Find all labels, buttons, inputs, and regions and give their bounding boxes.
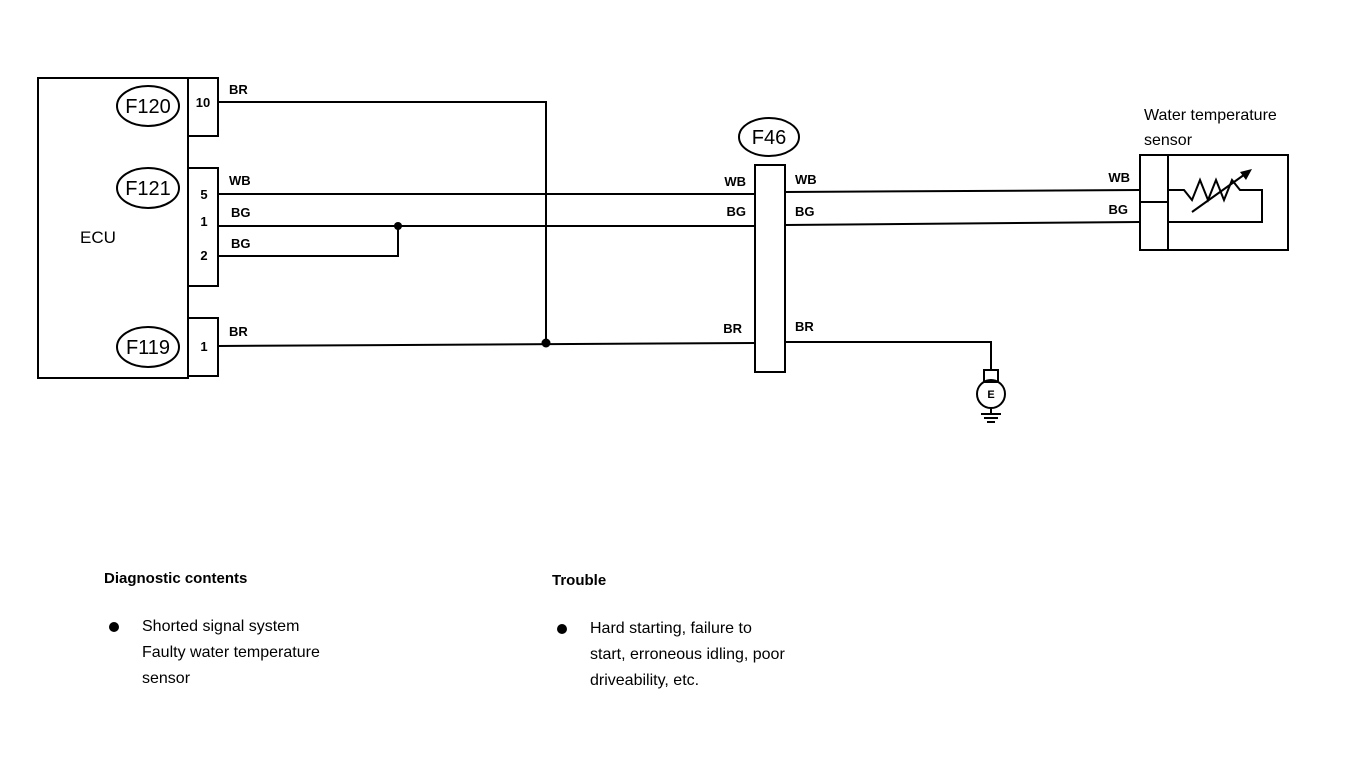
diagnostic-contents-list: Shorted signal system Faulty water tempe… [104,614,484,692]
wire-label-f120-br: BR [229,82,248,97]
wire-label-f121-bg1: BG [231,205,251,220]
wire-label-f121-bg2: BG [231,236,251,251]
wiring-diagram: F120 F121 F119 F46 ECU 10 5 1 2 1 BR WB … [37,77,1289,423]
connector-f120-tab [187,77,219,137]
trouble-item: Hard starting, failure to start, erroneo… [552,616,972,694]
connector-f46-bar [754,164,786,373]
trouble-heading: Trouble [552,572,607,589]
connector-f119-tab [187,317,219,377]
junction-dot-br [541,338,551,348]
connector-f120-oval [116,85,180,127]
wire-f120-br [218,101,547,343]
thermistor-arrowhead-icon [1240,169,1252,180]
thermistor-icon [1168,177,1263,223]
bullet-icon [109,622,119,632]
trouble-list: Hard starting, failure to start, erroneo… [552,616,972,694]
trouble-line-1: Hard starting, failure to [590,620,752,637]
ecu-label: ECU [80,228,116,247]
diagnostic-line-2: Faulty water temperature [142,644,320,661]
pin-f120-10: 10 [196,95,210,110]
connector-f119-label: F119 [126,337,170,359]
diagnostic-contents-section: Diagnostic contents Shorted signal syste… [104,566,484,692]
diagnostic-line-3: sensor [142,670,191,687]
ground-connector [983,369,999,383]
wire-label-f46-in-wb: WB [724,174,746,189]
wire-label-f46-out-br: BR [795,319,814,334]
wire-label-sensor-bg: BG [1109,202,1129,217]
wire-label-f119-br: BR [229,324,248,339]
wire-label-f46-in-bg: BG [727,204,747,219]
sensor-title-line2: sensor [1144,132,1193,149]
diagnostic-line-1: Shorted signal system [142,618,300,635]
bullet-icon [557,624,567,634]
trouble-line-2: start, erroneous idling, poor [590,646,785,663]
wire-ground-br [785,341,992,370]
pin-f121-1: 1 [200,214,207,229]
wire-sensor-wb [784,189,1141,193]
sensor-title-line1: Water temperature [1144,107,1277,124]
pin-f121-5: 5 [200,187,207,202]
junction-dot-bg [394,222,402,230]
wire-sensor-bg [784,221,1141,226]
wire-label-f46-out-bg: BG [795,204,815,219]
connector-f121-label: F121 [125,178,171,200]
connector-f46-oval [738,117,800,157]
trouble-line-3: driveability, etc. [590,672,700,689]
diagnostic-contents-item: Shorted signal system Faulty water tempe… [104,614,484,692]
wire-label-f46-out-wb: WB [795,172,817,187]
diagnostic-contents-heading: Diagnostic contents [104,570,248,587]
connector-f46-label: F46 [752,127,786,149]
pin-f121-2: 2 [200,248,207,263]
wire-f121-pin2-bg [218,226,399,257]
ground-label: E [987,389,994,401]
connector-f119-oval [116,326,180,368]
wire-label-sensor-wb: WB [1108,170,1130,185]
trouble-section: Trouble Hard starting, failure to start,… [552,568,972,694]
wire-label-f121-wb: WB [229,173,251,188]
thermistor-arrow-icon [1191,171,1249,213]
wire-f119-br [217,342,756,347]
pin-f119-1: 1 [200,339,207,354]
connector-f121-oval [116,167,180,209]
connector-f120-label: F120 [125,96,171,118]
wire-label-f46-in-br: BR [723,321,742,336]
